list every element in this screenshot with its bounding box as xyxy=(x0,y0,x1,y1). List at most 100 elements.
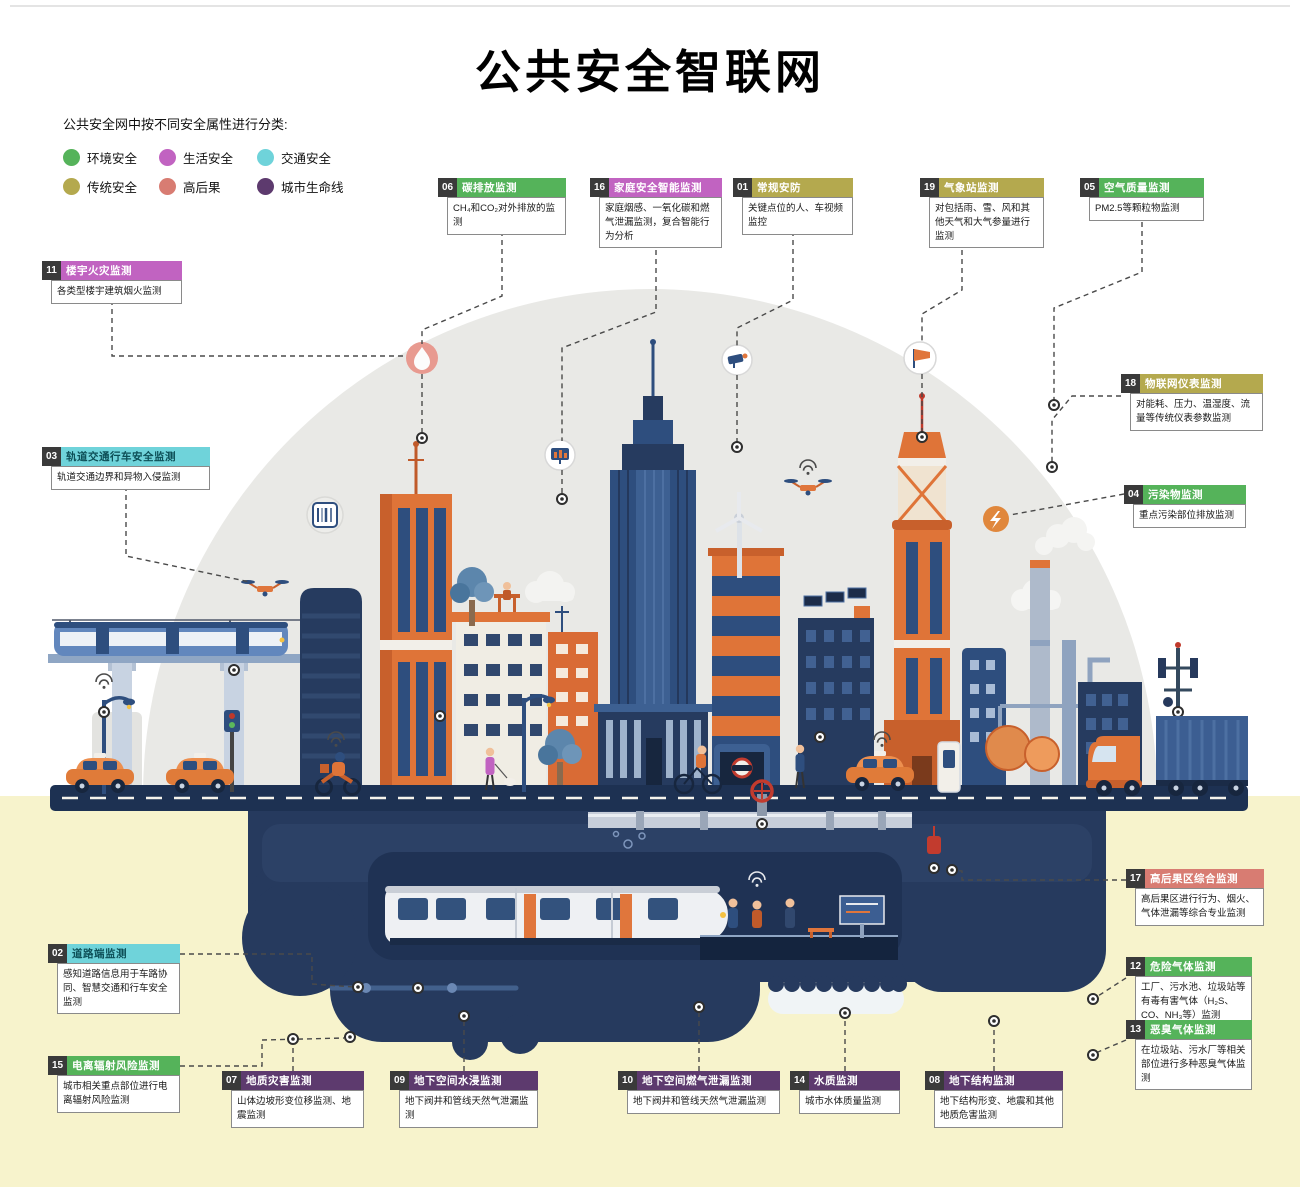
city-skyline xyxy=(300,339,1198,796)
traffic-signal xyxy=(224,710,240,792)
callout-title: 轨道交通行车安全监测 xyxy=(61,447,210,466)
callout-10-underground-gas-leak: 10 地下空间燃气泄漏监测 地下阀井和管线天然气泄漏监测 xyxy=(618,1071,780,1114)
legend-label: 高后果 xyxy=(183,181,221,195)
callout-07-geological-hazard: 07 地质灾害监测 山体边坡形变位移监测、地震监测 xyxy=(222,1071,364,1128)
callout-17-high-consequence-area: 17 高后果区综合监测 高后果区进行行为、烟火、气体泄漏等综合专业监测 xyxy=(1126,869,1264,926)
sensor-node xyxy=(988,1015,1000,1027)
legend-label: 城市生命线 xyxy=(281,181,344,195)
cyclist xyxy=(673,745,723,795)
callout-number: 04 xyxy=(1124,485,1143,504)
callout-14-water-quality: 14 水质监测 城市水体质量监测 xyxy=(790,1071,900,1114)
sensor-node xyxy=(693,1001,705,1013)
water-pocket xyxy=(768,976,907,1014)
callout-description: 关键点位的人、车视频监控 xyxy=(742,197,853,235)
callout-title: 危险气体监测 xyxy=(1145,957,1252,976)
legend-label: 传统安全 xyxy=(87,181,138,195)
cctv-camera-icon xyxy=(721,344,753,376)
callout-header: 15 电离辐射风险监测 xyxy=(48,1056,180,1075)
callout-11-building-fire: 11 楼宇火灾监测 各类型楼宇建筑烟火监测 xyxy=(42,261,182,304)
callout-description: 重点污染部位排放监测 xyxy=(1133,504,1246,528)
callout-description: 山体边坡形变位移监测、地震监测 xyxy=(231,1090,364,1128)
wifi-icon xyxy=(95,673,113,690)
gas-pipe xyxy=(588,810,912,830)
callout-description: 工厂、污水池、垃圾站等有毒有害气体（H₂S、CO、NH₃等）监测 xyxy=(1135,976,1252,1028)
callout-06-carbon-emission: 06 碳排放监测 CH₄和CO₂对外排放的监测 xyxy=(438,178,566,235)
legend-dot-life xyxy=(159,149,176,166)
sensor-node xyxy=(916,431,928,443)
callout-title: 空气质量监测 xyxy=(1099,178,1204,197)
callout-title: 电离辐射风险监测 xyxy=(67,1056,180,1075)
windsock-icon xyxy=(903,341,937,375)
sensor-node xyxy=(416,432,428,444)
legend-item-lifeline: 城市生命线 xyxy=(257,177,377,196)
callout-15-ionizing-radiation: 15 电离辐射风险监测 城市相关重点部位进行电离辐射风险监测 xyxy=(48,1056,180,1113)
underground-sensor-device xyxy=(927,826,941,854)
callout-number: 11 xyxy=(42,261,61,280)
callout-description: 各类型楼宇建筑烟火监测 xyxy=(51,280,182,304)
callout-header: 16 家庭安全智能监测 xyxy=(590,178,722,197)
callout-number: 02 xyxy=(48,944,67,963)
callout-header: 09 地下空间水浸监测 xyxy=(390,1071,538,1090)
platform-people xyxy=(728,898,795,928)
callout-title: 物联网仪表监测 xyxy=(1140,374,1263,393)
callout-description: 城市水体质量监测 xyxy=(799,1090,900,1114)
callout-description: 在垃圾站、污水厂等相关部位进行多种恶臭气体监测 xyxy=(1135,1039,1252,1091)
callout-header: 03 轨道交通行车安全监测 xyxy=(42,447,210,466)
callout-header: 17 高后果区综合监测 xyxy=(1126,869,1264,888)
callout-description: 地下阀井和管线天然气泄漏监测 xyxy=(627,1090,780,1114)
callout-title: 地质灾害监测 xyxy=(241,1071,364,1090)
sensor-node xyxy=(839,1007,851,1019)
callout-number: 03 xyxy=(42,447,61,466)
sensor-node xyxy=(434,710,446,722)
callout-header: 11 楼宇火灾监测 xyxy=(42,261,182,280)
monorail xyxy=(48,619,310,796)
callout-header: 05 空气质量监测 xyxy=(1080,178,1204,197)
callout-03-rail-transit-safety: 03 轨道交通行车安全监测 轨道交通边界和异物入侵监测 xyxy=(42,447,210,490)
barcode-scanner-icon xyxy=(306,496,344,534)
callout-title: 楼宇火灾监测 xyxy=(61,261,182,280)
legend-label: 环境安全 xyxy=(87,152,138,166)
callout-title: 地下空间燃气泄漏监测 xyxy=(637,1071,780,1090)
legend-label: 交通安全 xyxy=(281,152,332,166)
callout-header: 07 地质灾害监测 xyxy=(222,1071,364,1090)
callout-header: 08 地下结构监测 xyxy=(925,1071,1063,1090)
callout-header: 06 碳排放监测 xyxy=(438,178,566,197)
callout-description: PM2.5等颗粒物监测 xyxy=(1089,197,1204,221)
legend-item-environment: 环境安全 xyxy=(63,148,159,167)
callout-title: 气象站监测 xyxy=(939,178,1044,197)
wind-turbine xyxy=(715,492,763,578)
callout-description: 家庭烟感、一氧化碳和燃气泄漏监测，复合智能行为分析 xyxy=(599,197,722,249)
legend-item-traditional: 传统安全 xyxy=(63,177,159,196)
callout-number: 18 xyxy=(1121,374,1140,393)
callout-number: 19 xyxy=(920,178,939,197)
sensor-node xyxy=(344,1031,356,1043)
underground xyxy=(242,811,1106,1060)
callout-header: 13 恶臭气体监测 xyxy=(1126,1020,1252,1039)
callout-description: 城市相关重点部位进行电离辐射风险监测 xyxy=(57,1075,180,1113)
sensor-node xyxy=(98,706,110,718)
sensor-node xyxy=(1172,706,1184,718)
pedestrian-dog-walker xyxy=(485,747,516,791)
legend-intro: 公共安全网中按不同安全属性进行分类: xyxy=(63,117,288,132)
callout-number: 05 xyxy=(1080,178,1099,197)
callout-title: 高后果区综合监测 xyxy=(1145,869,1264,888)
callout-title: 地下结构监测 xyxy=(944,1071,1063,1090)
sensor-node xyxy=(1048,399,1060,411)
sensor-node xyxy=(731,441,743,453)
callout-number: 15 xyxy=(48,1056,67,1075)
sensor-node xyxy=(352,981,364,993)
callout-number: 12 xyxy=(1126,957,1145,976)
callout-number: 09 xyxy=(390,1071,409,1090)
callout-description: 对包括雨、雪、风和其他天气和大气参量进行监测 xyxy=(929,197,1044,249)
callout-01-routine-security: 01 常规安防 关键点位的人、车视频监控 xyxy=(733,178,853,235)
sensor-node xyxy=(1087,1049,1099,1061)
legend-dot-environment xyxy=(63,149,80,166)
sensor-node xyxy=(756,818,768,830)
callout-16-home-safety: 16 家庭安全智能监测 家庭烟感、一氧化碳和燃气泄漏监测，复合智能行为分析 xyxy=(590,178,722,249)
pedestrian xyxy=(795,744,805,789)
callout-number: 08 xyxy=(925,1071,944,1090)
sensor-node xyxy=(814,731,826,743)
callout-header: 01 常规安防 xyxy=(733,178,853,197)
callout-title: 道路端监测 xyxy=(67,944,180,963)
